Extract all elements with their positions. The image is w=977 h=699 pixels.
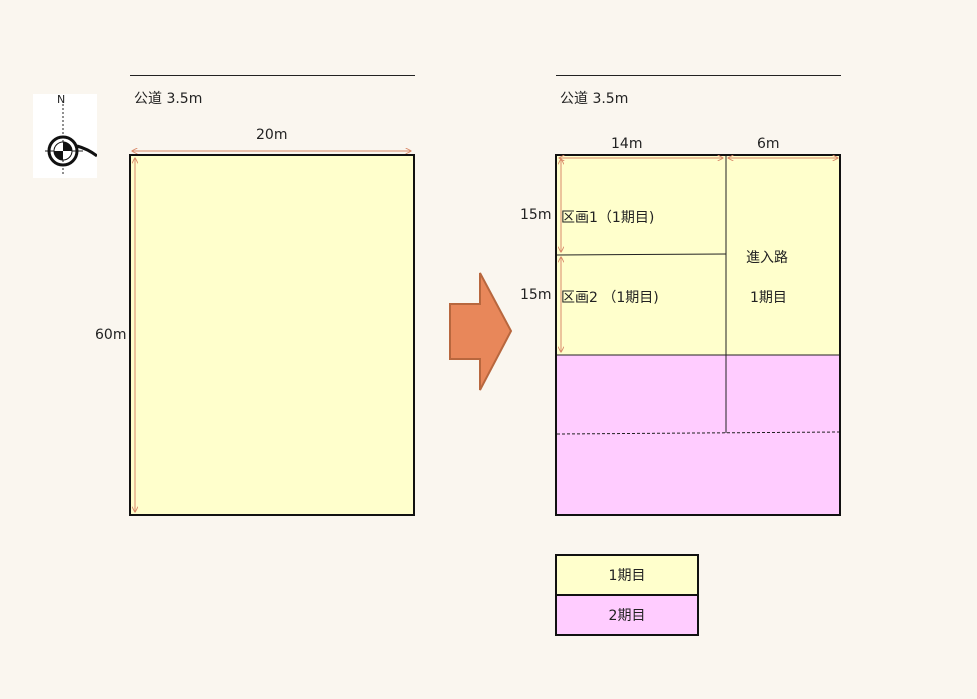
left-road-line bbox=[130, 75, 415, 76]
phase1-area bbox=[557, 156, 839, 355]
compass-icon: N bbox=[33, 93, 98, 178]
legend-phase1: 1期目 bbox=[555, 554, 699, 596]
right-width-label-14: 14m bbox=[611, 136, 643, 152]
left-site-plot bbox=[129, 154, 415, 516]
right-road-label: 公道 3.5m bbox=[560, 91, 629, 107]
legend-phase2-label: 2期目 bbox=[608, 608, 646, 624]
left-road-label: 公道 3.5m bbox=[134, 91, 203, 107]
access-road-label: 進入路 bbox=[746, 250, 788, 266]
right-site-plot bbox=[555, 154, 841, 516]
access-road-phase-label: 1期目 bbox=[750, 290, 787, 306]
right-width-label-6: 6m bbox=[757, 136, 780, 152]
left-width-label: 20m bbox=[256, 127, 288, 143]
lot1-label: 区画1（1期目) bbox=[561, 210, 655, 226]
left-depth-label: 60m bbox=[95, 327, 127, 343]
legend-phase2: 2期目 bbox=[555, 594, 699, 636]
north-label: N bbox=[57, 93, 66, 106]
lot1-depth-label: 15m bbox=[520, 207, 552, 223]
lot2-label: 区画2 （1期目) bbox=[561, 290, 659, 306]
legend-phase1-label: 1期目 bbox=[608, 568, 646, 584]
lot2-depth-label: 15m bbox=[520, 287, 552, 303]
right-road-line bbox=[556, 75, 841, 76]
